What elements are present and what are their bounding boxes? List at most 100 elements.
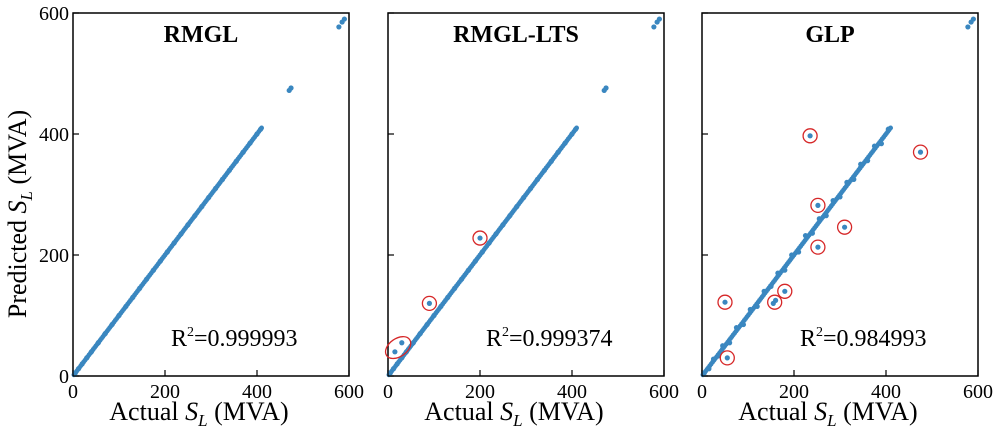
outlier-circle <box>472 230 488 246</box>
data-point <box>656 16 663 22</box>
data-point <box>747 306 753 313</box>
data-point <box>871 143 878 149</box>
data-point <box>254 131 260 137</box>
data-point <box>192 213 198 219</box>
data-point <box>452 285 458 291</box>
data-point <box>865 158 871 164</box>
outlier-circle <box>810 239 826 255</box>
data-point <box>844 179 850 185</box>
plot-frame <box>701 12 979 377</box>
outlier-circles <box>384 230 488 360</box>
data-point <box>493 231 499 237</box>
data-point <box>816 216 822 222</box>
data-point <box>150 267 157 273</box>
y-tick-label: 600 <box>39 3 69 25</box>
data-point <box>885 126 891 132</box>
outlier-circle <box>802 128 818 144</box>
data-point <box>710 356 717 362</box>
x-tick-label: 0 <box>383 381 393 403</box>
data-point <box>226 167 232 173</box>
data-point <box>233 158 239 164</box>
data-point <box>802 233 809 239</box>
panel-title: RMGL <box>164 22 239 48</box>
data-point <box>390 366 397 372</box>
data-point <box>722 299 728 305</box>
y-axis-label: Predicted SL (MVA) <box>3 110 36 318</box>
data-point <box>727 340 733 346</box>
data-point <box>137 285 143 291</box>
x-tick-label: 400 <box>242 381 272 403</box>
x-tick-label: 600 <box>649 381 679 403</box>
data-point <box>775 270 781 276</box>
x-tick-label: 600 <box>963 381 993 403</box>
data-point <box>815 244 821 250</box>
data-point <box>830 197 836 204</box>
data-points <box>386 16 663 378</box>
data-point <box>88 349 94 355</box>
data-point <box>288 85 294 91</box>
x-axis-label: Actual SL (MVA) <box>109 397 288 430</box>
data-point <box>521 194 527 201</box>
data-point <box>651 24 657 30</box>
data-point <box>465 267 472 273</box>
data-point <box>858 161 864 167</box>
data-point <box>240 149 246 155</box>
x-tick-label: 0 <box>68 381 78 403</box>
data-point <box>199 204 205 210</box>
plot-frame <box>387 12 665 377</box>
data-point <box>164 249 170 255</box>
data-point <box>72 370 78 376</box>
data-point <box>555 149 561 155</box>
data-point <box>603 85 609 91</box>
panel-title: RMGL-LTS <box>453 22 579 48</box>
outlier-circle <box>421 295 438 312</box>
data-point <box>761 288 767 294</box>
y-tick-label: 400 <box>39 124 69 146</box>
data-point <box>185 222 191 228</box>
data-point <box>157 258 163 264</box>
data-point <box>917 149 924 155</box>
data-point <box>144 276 150 282</box>
outlier-circle <box>717 294 733 310</box>
data-point <box>75 366 82 372</box>
data-point <box>410 340 416 346</box>
data-point <box>970 16 977 22</box>
data-point <box>116 312 122 319</box>
data-point <box>823 213 829 219</box>
data-point <box>258 126 264 132</box>
x-tick-label: 0 <box>697 381 707 403</box>
data-point <box>548 158 554 164</box>
data-point <box>426 300 432 306</box>
data-point <box>486 240 492 246</box>
data-point <box>417 331 423 337</box>
outlier-circle <box>810 197 826 214</box>
outlier-circles <box>717 128 929 366</box>
outlier-circle <box>912 144 929 160</box>
data-point <box>541 167 548 173</box>
data-point <box>569 131 575 137</box>
data-point <box>219 176 226 182</box>
data-point <box>701 370 707 376</box>
y-tick-label: 0 <box>59 366 69 388</box>
data-point <box>733 325 740 331</box>
data-point <box>247 140 253 146</box>
x-tick-label: 200 <box>150 381 180 403</box>
outlier-circle <box>777 283 793 299</box>
data-point <box>392 349 398 355</box>
data-points <box>71 16 347 378</box>
x-tick-label: 400 <box>871 381 901 403</box>
data-point <box>740 321 747 328</box>
data-point <box>837 194 843 200</box>
data-point <box>79 361 85 367</box>
data-point <box>472 258 478 264</box>
data-point <box>123 303 129 310</box>
data-point <box>341 16 347 22</box>
data-point <box>965 24 971 30</box>
data-point <box>500 222 506 228</box>
data-point <box>878 141 885 147</box>
